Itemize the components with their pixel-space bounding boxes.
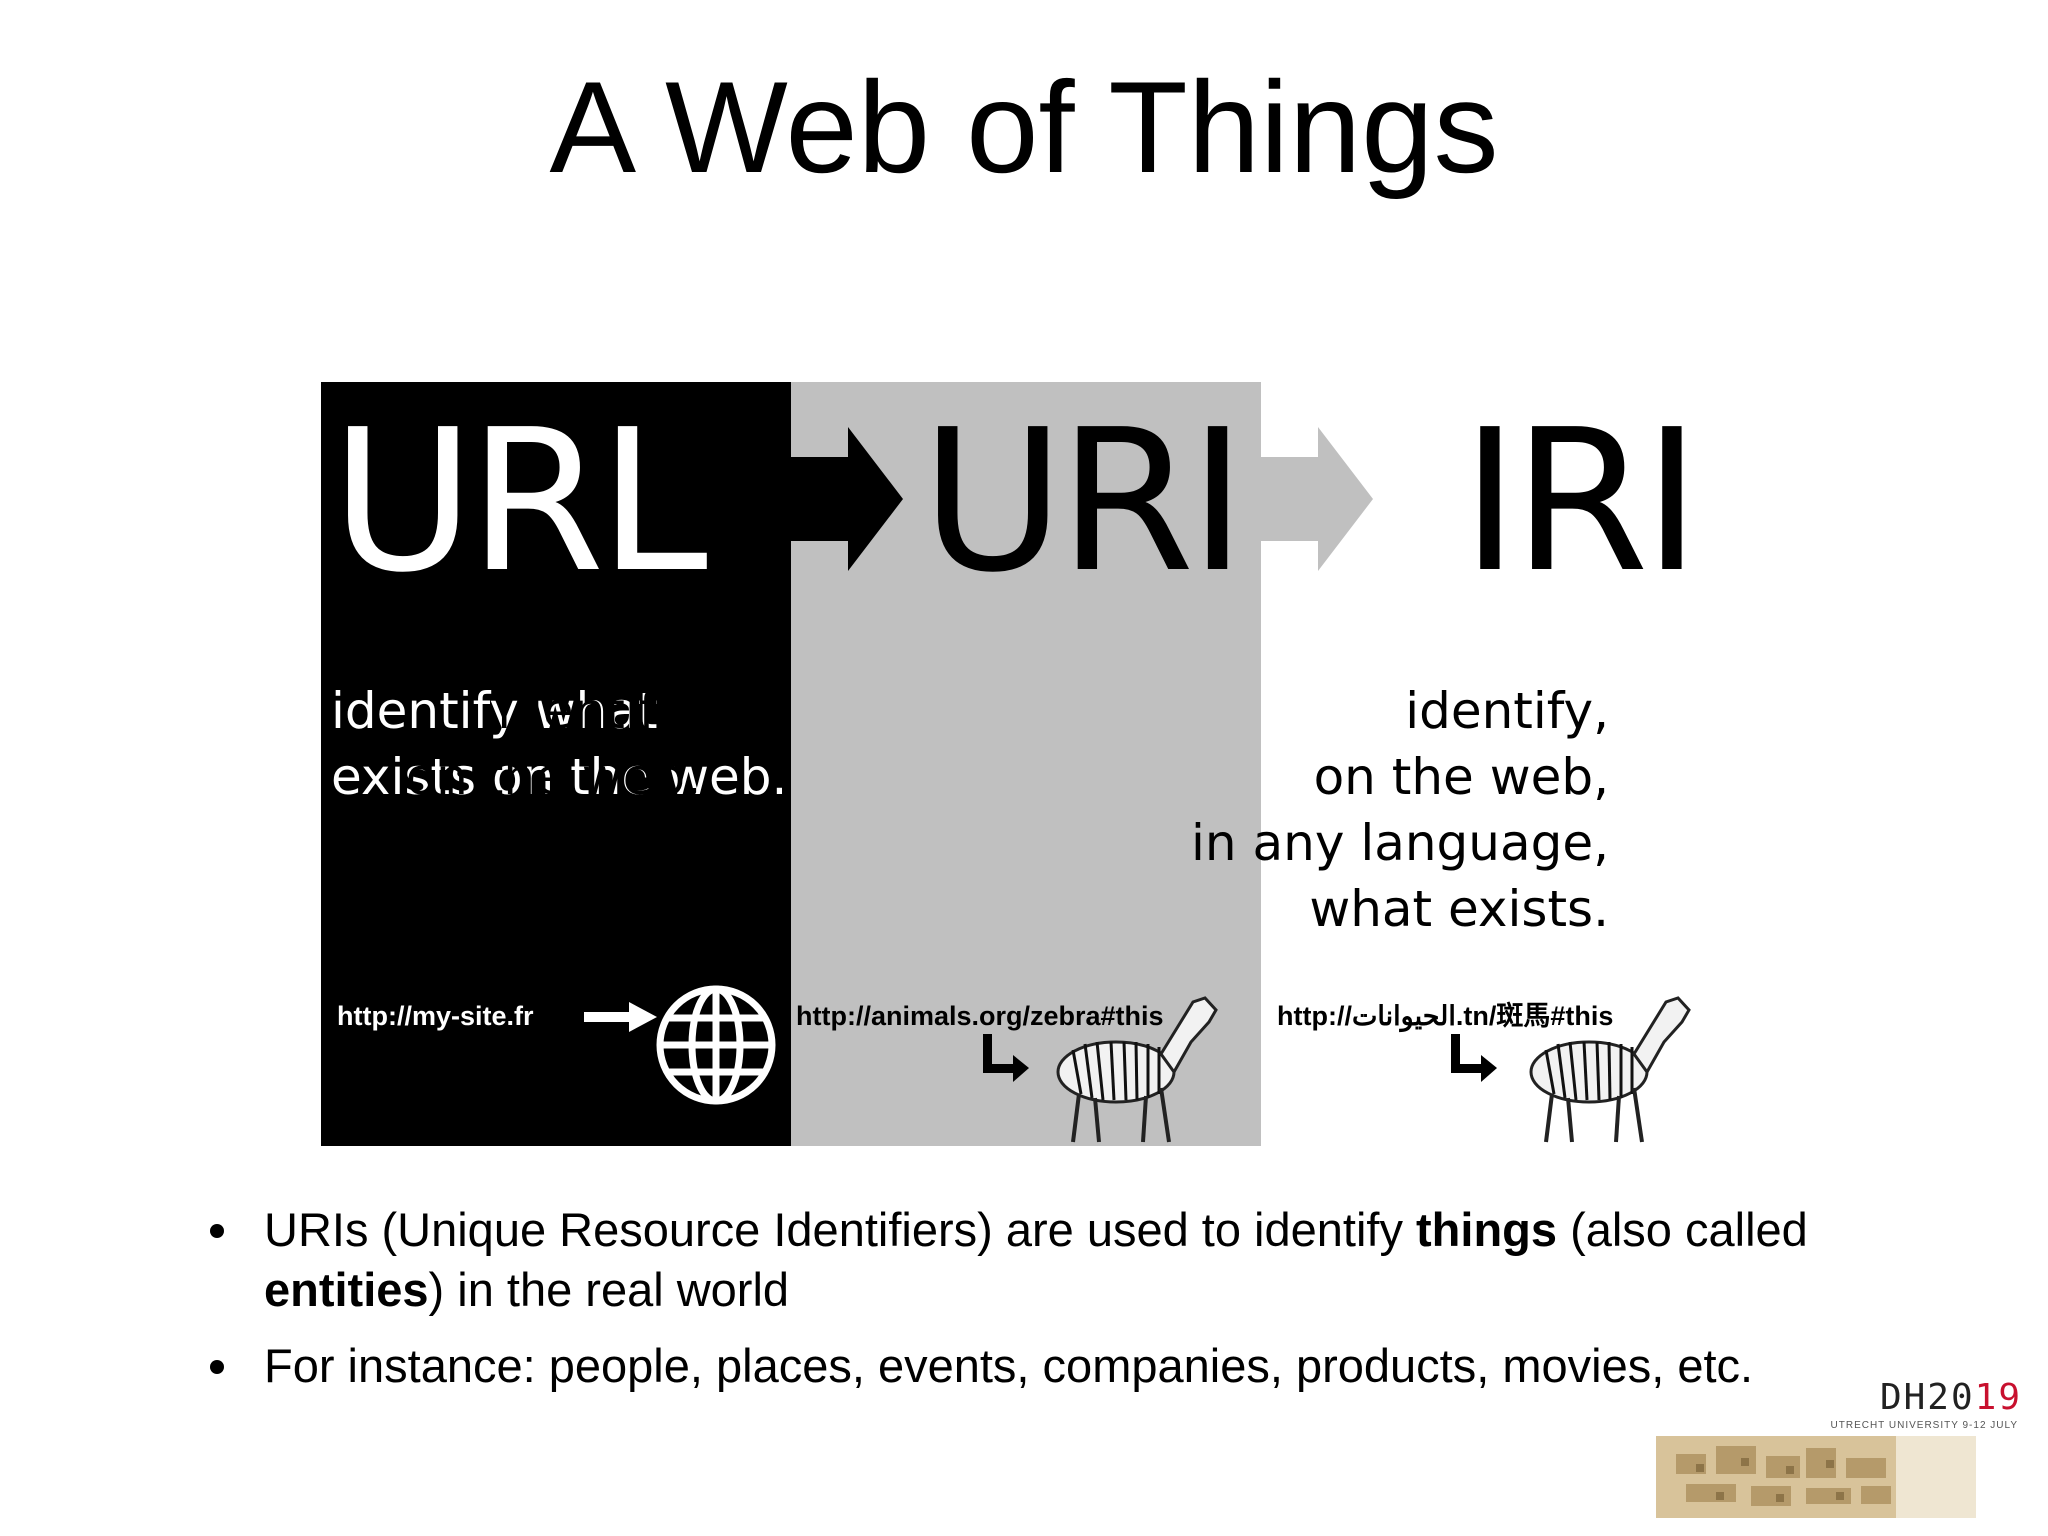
url-uri-iri-figure: URL URI IRI identify what exists on the … (321, 382, 1731, 1146)
url-description-line: identify what (331, 682, 658, 740)
bullet-list: URIs (Unique Resource Identifiers) are u… (210, 1200, 1910, 1412)
uri-description-line: what exists. (401, 814, 701, 872)
bent-arrow-icon (1451, 1034, 1497, 1082)
bent-arrow-icon (983, 1034, 1029, 1082)
uri-description: identify, on the web, what exists. (401, 678, 701, 876)
bullet-text: (also called (1557, 1203, 1808, 1256)
bullet-item: URIs (Unique Resource Identifiers) are u… (210, 1200, 1910, 1320)
url-description: identify what exists on the web. (331, 678, 787, 810)
url-description-line: exists on the web. (331, 748, 788, 806)
bullet-bold-term: things (1416, 1203, 1558, 1256)
logo-text-red: 19 (1974, 1377, 2022, 1418)
zebra-barcode-icon (1056, 996, 1218, 1143)
bullet-bold-term: entities (264, 1263, 429, 1316)
zebra-barcode-icon (1529, 996, 1691, 1143)
conference-banner-image (1656, 1436, 1976, 1518)
slide-title: A Web of Things (549, 54, 1499, 200)
globe-icon (656, 985, 776, 1105)
url-term: URL (331, 388, 708, 616)
bullet-text: For instance: people, places, events, co… (264, 1339, 1754, 1392)
bullet-text: URIs (Unique Resource Identifiers) are u… (264, 1203, 1417, 1256)
bullet-text: ) in the real world (428, 1263, 790, 1316)
iri-description-line: what exists. (1309, 880, 1609, 938)
iri-description: identify, on the web, in any language, w… (1191, 678, 1609, 942)
figure-graphics (584, 427, 1691, 1143)
arrow-right-icon (584, 1002, 657, 1032)
bullet-item: For instance: people, places, events, co… (210, 1336, 1910, 1396)
dh2019-logo: DH2019 UTRECHT UNIVERSITY 9-12 JULY (1650, 1378, 2030, 1518)
iri-term: IRI (1461, 388, 1701, 616)
bullet-dot-icon (210, 1224, 224, 1238)
bullet-dot-icon (210, 1360, 224, 1374)
arrow-right-icon (1261, 427, 1373, 571)
iri-description-line: identify, (1405, 682, 1609, 740)
uri-description-line: identify, (497, 682, 701, 740)
logo-text-dark: DH20 (1879, 1377, 1975, 1418)
iri-example: http://الحيوانات.tn/斑馬#this (1277, 1001, 1614, 1031)
uri-example: http://animals.org/zebra#this (796, 1001, 1164, 1031)
uri-description-line: on the web, (405, 748, 701, 806)
iri-description-line: in any language, (1191, 814, 1609, 872)
logo-subtitle: UTRECHT UNIVERSITY 9-12 JULY (1830, 1420, 2018, 1431)
arrow-right-icon (791, 427, 903, 571)
iri-description-line: on the web, (1313, 748, 1609, 806)
dh2019-logo-text: DH2019 (1880, 1378, 2022, 1418)
uri-term: URI (921, 388, 1246, 616)
url-example: http://my-site.fr (337, 1001, 534, 1031)
